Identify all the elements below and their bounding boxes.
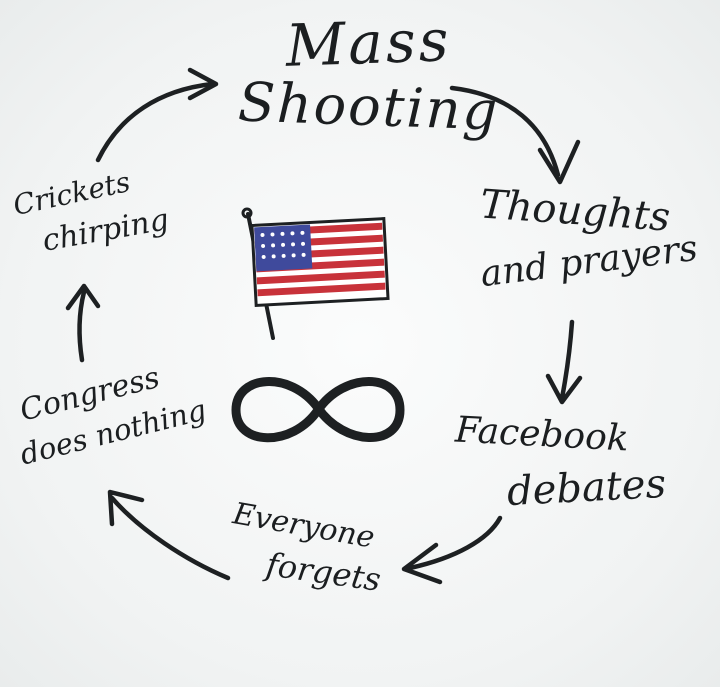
arrow-congress-to-crickets-head: [65, 283, 101, 311]
arrow-facebook-to-forgets-head: [401, 542, 443, 585]
infinity-icon: [231, 377, 405, 443]
arrow-crickets-to-shooting: [95, 81, 215, 163]
step-congress-does-nothing: Congress does nothing: [16, 360, 209, 471]
arrow-thoughts-to-facebook-head: [545, 373, 583, 405]
step-mass-shooting-line-2: Shooting: [236, 70, 501, 143]
arrow-shooting-to-thoughts-head: [537, 139, 581, 185]
step-mass-shooting-line-1: Mass: [284, 6, 453, 80]
arrow-shooting-to-thoughts: [449, 85, 561, 178]
arrow-congress-to-crickets: [77, 289, 87, 363]
arrow-facebook-to-forgets: [407, 515, 503, 571]
us-flag-icon: [241, 207, 390, 340]
step-facebook-line-2: debates: [505, 460, 668, 516]
step-thoughts-and-prayers: Thoughts and prayers: [478, 181, 700, 295]
step-facebook-line-1: Facebook: [454, 409, 630, 460]
step-everyone-forgets: Everyone forgets: [230, 496, 383, 598]
step-facebook-debates: Facebook debates: [454, 410, 667, 516]
arrow-forgets-to-congress: [109, 495, 231, 581]
step-crickets-chirping: Crickets chirping: [10, 165, 171, 259]
arrow-forgets-to-congress-head: [107, 489, 145, 527]
arrow-thoughts-to-facebook: [559, 319, 575, 401]
step-mass-shooting: Mass Shooting: [237, 6, 500, 142]
arrow-crickets-to-shooting-head: [187, 67, 219, 101]
